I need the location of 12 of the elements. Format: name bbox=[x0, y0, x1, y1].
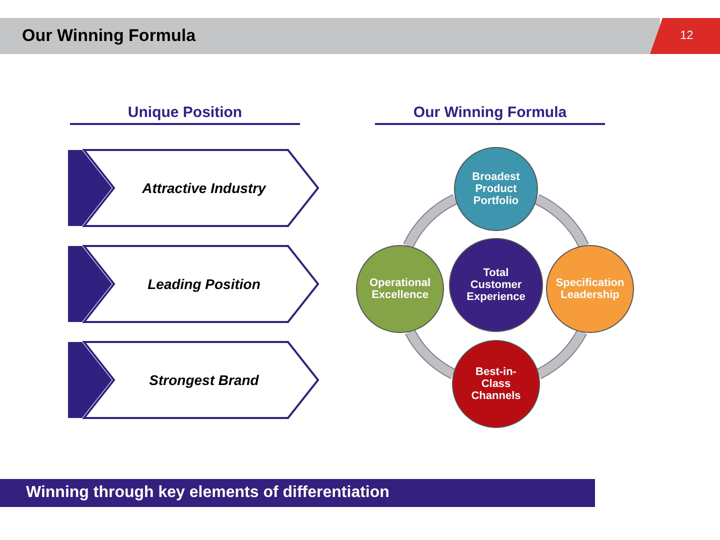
slide-title: Our Winning Formula bbox=[22, 26, 196, 46]
circle-text: Operational Excellence bbox=[368, 277, 432, 301]
section-heading: Unique Position bbox=[70, 104, 300, 125]
circle-text: Broadest Product Portfolio bbox=[471, 171, 521, 207]
footer-text: Winning through key elements of differentiation bbox=[26, 484, 390, 502]
circle-text: Total Customer Experience bbox=[466, 267, 526, 303]
page-number: 12 bbox=[680, 28, 694, 42]
section-heading: Our Winning Formula bbox=[375, 104, 605, 125]
circle-text: Best-in-Class Channels bbox=[470, 366, 522, 402]
ring-segment bbox=[406, 329, 456, 378]
ring-segment bbox=[536, 329, 586, 378]
circle-text: Specification Leadership bbox=[554, 277, 626, 301]
